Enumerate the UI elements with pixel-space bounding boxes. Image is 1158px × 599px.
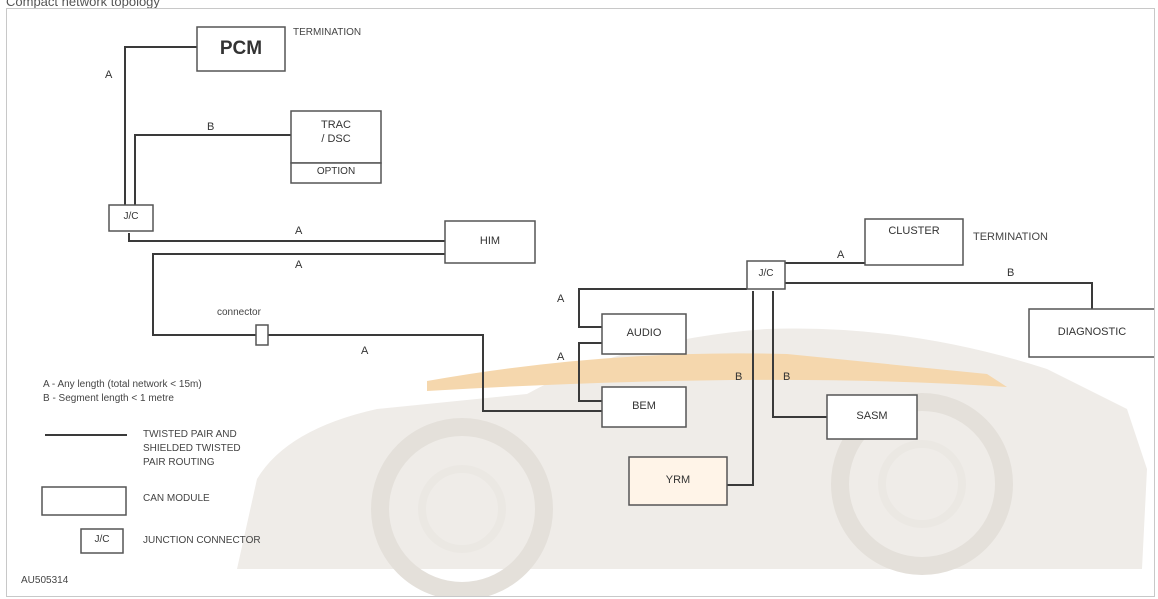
wire-label-connector: A [361,345,369,357]
legend-jc-symbol: J/C [94,534,110,545]
wire-label-trac: B [207,121,215,133]
him-label: HIM [479,235,501,247]
legend-junction-connector: JUNCTION CONNECTOR [143,535,261,546]
him-module [444,220,536,264]
jc-right-label: J/C [758,268,774,279]
trac-label-line1: TRAC [321,119,351,131]
sasm-label: SASM [856,410,888,422]
wire-him-connector [152,253,445,336]
wire-label-him-bottom: A [295,259,303,271]
option-box [290,162,382,184]
legend-graphics [41,434,127,554]
wire-audio-jc [578,288,747,328]
wire-label-cluster: A [837,249,845,261]
jc-left-box [108,204,154,232]
bem-module [601,386,687,428]
diagnostic-module [1028,308,1154,358]
figure-id: AU505314 [21,575,69,586]
pcm-termination-label: TERMINATION [293,27,362,38]
legend-can-module: CAN MODULE [143,493,210,504]
cluster-termination-label: TERMINATION [973,231,1048,243]
wire-label-bem: A [557,351,565,363]
yrm-module [628,456,728,506]
legend-twisted-line3: PAIR ROUTING [143,457,215,468]
wire-pcm-jc [124,46,197,205]
wire-jc-diagnostic [785,282,1093,309]
legend-jc-box [80,528,124,554]
legend-length-b: B - Segment length < 1 metre [43,393,174,404]
yrm-label: YRM [665,474,691,486]
wire-label-him-top: A [295,225,303,237]
wiring-canvas [41,26,1154,596]
wiring-harness [124,46,1093,486]
connector-label: connector [217,307,261,318]
wire-label-pcm: A [105,69,113,81]
legend-length-a: A - Any length (total network < 15m) [43,379,202,390]
wire-trac-jc [134,134,291,205]
sasm-module [826,394,918,440]
option-label: OPTION [316,166,356,177]
cluster-label: CLUSTER [888,225,940,237]
trac-label-line2: / DSC [321,133,351,145]
wire-jc-him [128,233,445,242]
wire-connector-bem [268,334,602,412]
jc-right-box [746,260,786,290]
network-diagram: PCM TERMINATION TRAC / DSC OPTION J/C HI… [6,8,1155,597]
wire-jc-yrm [727,291,754,486]
trac-dsc-module [290,110,382,164]
wire-label-audio: A [557,293,565,305]
wire-label-diagnostic: B [1007,267,1015,279]
audio-label: AUDIO [626,327,662,339]
legend-twisted-line2: SHIELDED TWISTED [143,443,241,454]
jc-left-label: J/C [123,211,139,222]
audio-module [601,313,687,355]
wire-label-yrm: B [735,371,743,383]
bem-label: BEM [632,400,656,412]
diagnostic-label: DIAGNOSTIC [1057,326,1127,338]
legend-can-module-box [41,486,127,516]
wire-jc-sasm [772,291,827,418]
connector-box [255,324,269,346]
pcm-module [196,26,286,72]
cluster-module [864,218,964,266]
car-watermark [237,328,1147,596]
wire-label-sasm: B [783,371,791,383]
module-boxes [108,26,1154,506]
pcm-label: PCM [219,38,263,59]
wire-audio-bem-link [578,342,602,402]
page-title: Compact network topology [6,0,160,9]
legend-twisted-line1: TWISTED PAIR AND [143,429,237,440]
